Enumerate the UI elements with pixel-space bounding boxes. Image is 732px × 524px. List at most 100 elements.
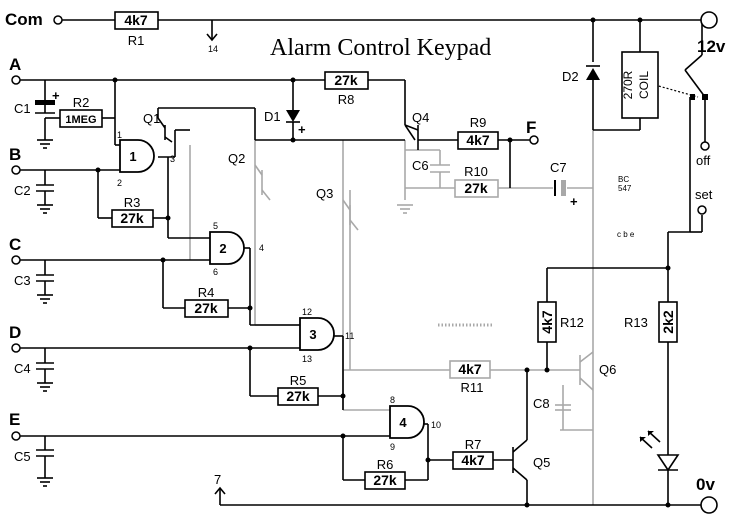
com-terminal bbox=[53, 15, 63, 25]
g4-pin-b: 9 bbox=[390, 442, 395, 452]
r1-value: 4k7 bbox=[124, 12, 148, 28]
r5-body bbox=[277, 387, 319, 406]
q6-name: Q6 bbox=[599, 362, 616, 377]
e-terminal bbox=[11, 431, 21, 441]
r1-body bbox=[114, 11, 159, 30]
r8-value: 27k bbox=[334, 72, 358, 88]
q1-name: Q1 bbox=[143, 111, 160, 126]
0v-label: 0v bbox=[696, 475, 715, 494]
r1-name: R1 bbox=[128, 33, 145, 48]
d-label: D bbox=[9, 323, 21, 342]
0v-terminal bbox=[700, 496, 718, 514]
r6-body bbox=[364, 471, 406, 490]
d1-symbol bbox=[286, 110, 300, 122]
r8-body bbox=[324, 71, 369, 90]
relay-coil-body bbox=[621, 51, 659, 119]
r7-body bbox=[452, 451, 494, 470]
r2-name: R2 bbox=[73, 95, 90, 110]
pinout-cbe: c b e bbox=[617, 230, 635, 239]
pinout-note: BC 547 c b e bbox=[617, 175, 635, 239]
g1-pin-a: 1 bbox=[117, 130, 122, 140]
junctions bbox=[95, 17, 671, 508]
c1-plus: + bbox=[52, 88, 60, 103]
gate-3 bbox=[299, 317, 335, 351]
f-terminal bbox=[529, 135, 539, 145]
r10-name: R10 bbox=[464, 164, 488, 179]
r8-name: R8 bbox=[338, 92, 355, 107]
pinout-547: 547 bbox=[618, 184, 632, 193]
transistor-labels: Q1 Q2 Q3 Q4 Q5 Q6 bbox=[143, 110, 616, 470]
relay-coil-type: COIL bbox=[637, 71, 651, 99]
q2-name: Q2 bbox=[228, 151, 245, 166]
12v-terminal bbox=[700, 11, 718, 29]
r12-body bbox=[537, 301, 557, 343]
r4-value: 27k bbox=[194, 300, 218, 316]
r13-name: R13 bbox=[624, 315, 648, 330]
g1-pin-out: 3 bbox=[170, 154, 175, 164]
g4-pin-a: 8 bbox=[390, 395, 395, 405]
g2-pin-a: 5 bbox=[213, 221, 218, 231]
gate-2-label: 2 bbox=[219, 241, 226, 256]
capacitor-names: C1 C2 C3 C4 C5 C6 C7 C8 bbox=[14, 101, 567, 464]
r7-name: R7 bbox=[465, 437, 482, 452]
gate-1-label: 1 bbox=[129, 149, 136, 164]
set-label: set bbox=[695, 187, 713, 202]
g4-pin-out: 10 bbox=[431, 420, 441, 430]
pin-7-label: 7 bbox=[214, 472, 221, 487]
r2-body bbox=[59, 109, 103, 128]
r9-name: R9 bbox=[470, 115, 487, 130]
gates: 1 2 3 4 bbox=[119, 139, 425, 439]
r11-name: R11 bbox=[461, 380, 484, 395]
r6-name: R6 bbox=[377, 457, 394, 472]
gate-pins: 1 2 3 5 6 4 12 13 11 8 9 10 bbox=[117, 130, 441, 452]
set-terminal bbox=[697, 205, 707, 215]
c4-name: C4 bbox=[14, 361, 31, 376]
f-label: F bbox=[526, 118, 536, 137]
r3-name: R3 bbox=[124, 195, 141, 210]
resistor-names: R1 R2 R3 R4 R5 R6 R7 R8 R9 R10 R11 R12 R… bbox=[73, 33, 648, 472]
c-label: C bbox=[9, 235, 21, 254]
c8-name: C8 bbox=[533, 396, 550, 411]
c3-name: C3 bbox=[14, 273, 31, 288]
polarity-marks: + + + bbox=[52, 88, 578, 209]
g3-pin-a: 12 bbox=[302, 307, 312, 317]
pinout-bc: BC bbox=[618, 175, 629, 184]
d2-symbol bbox=[586, 68, 600, 80]
gate-4-label: 4 bbox=[399, 415, 407, 430]
gate-4 bbox=[389, 405, 425, 439]
r4-name: R4 bbox=[198, 285, 215, 300]
led bbox=[639, 430, 680, 472]
r11-value: 4k7 bbox=[458, 361, 482, 377]
gate-2 bbox=[209, 231, 245, 265]
led-symbol bbox=[656, 454, 680, 472]
c1-name: C1 bbox=[14, 101, 31, 116]
g3-pin-b: 13 bbox=[302, 354, 312, 364]
resistors bbox=[59, 11, 678, 490]
c-terminal bbox=[11, 255, 21, 265]
r3-body bbox=[111, 209, 154, 228]
r5-value: 27k bbox=[286, 388, 310, 404]
r10-value: 27k bbox=[464, 180, 488, 196]
black-wiring bbox=[20, 19, 706, 506]
q3-name: Q3 bbox=[316, 186, 333, 201]
terminals bbox=[11, 11, 718, 514]
g2-pin-b: 6 bbox=[213, 267, 218, 277]
r12-name: R12 bbox=[560, 315, 584, 330]
r12-value: 4k7 bbox=[539, 310, 555, 334]
ground-symbols bbox=[37, 139, 413, 487]
g3-pin-out: 11 bbox=[345, 331, 354, 341]
off-label: off bbox=[696, 153, 711, 168]
power-pins: 14 7 bbox=[206, 33, 226, 495]
relay-coil: 270R COIL bbox=[621, 51, 708, 119]
q5-name: Q5 bbox=[533, 455, 550, 470]
r9-value: 4k7 bbox=[466, 132, 490, 148]
d1-name: D1 bbox=[264, 109, 281, 124]
b-label: B bbox=[9, 145, 21, 164]
12v-label: 12v bbox=[697, 37, 726, 56]
r7-value: 4k7 bbox=[461, 452, 485, 468]
c6-name: C6 bbox=[412, 158, 429, 173]
r6-value: 27k bbox=[373, 472, 397, 488]
grey-wiring bbox=[189, 130, 594, 505]
